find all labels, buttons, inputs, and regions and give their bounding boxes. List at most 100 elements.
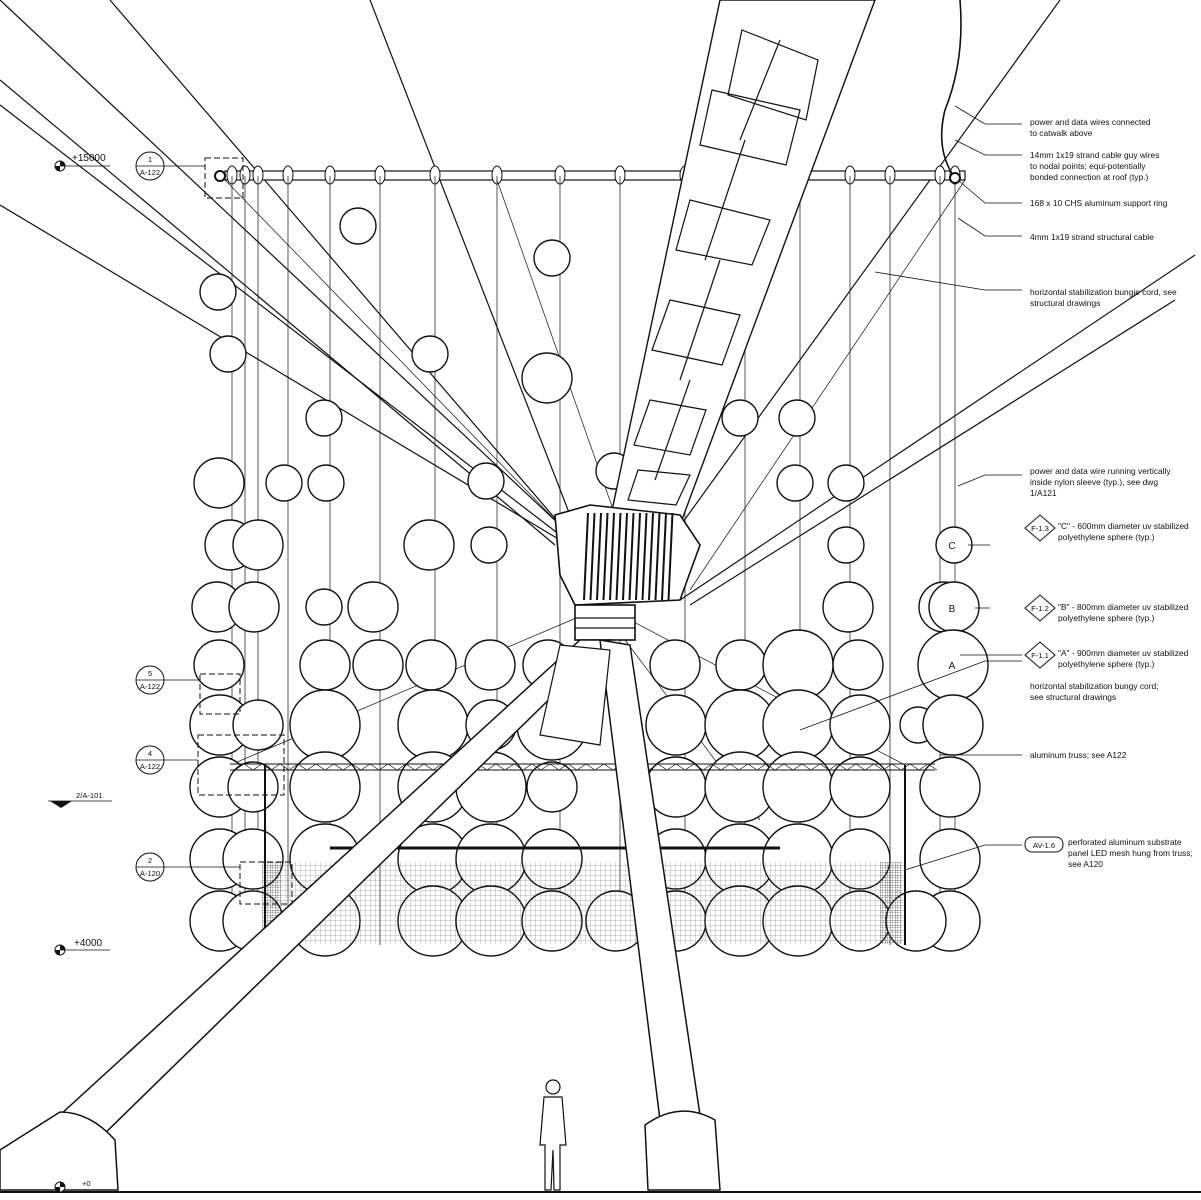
note-power-wires-1: power and data wires connected xyxy=(1030,117,1151,127)
truss-web-member xyxy=(234,763,245,771)
guy-cables xyxy=(0,0,1196,606)
sphere xyxy=(209,335,247,373)
truss-web-member xyxy=(369,763,380,771)
note-power-wires-2: to catwalk above xyxy=(1030,128,1093,138)
sphere xyxy=(289,751,361,823)
hub-rib xyxy=(609,512,615,601)
sphere xyxy=(411,335,449,373)
note-bungie-2: structural drawings xyxy=(1030,298,1100,308)
truss-web-member xyxy=(891,763,902,771)
truss-web-member xyxy=(810,763,821,771)
sphere xyxy=(645,694,707,756)
hub-rib xyxy=(641,512,648,601)
truss-web-member xyxy=(513,763,524,771)
detail-ref-2[interactable]: 2 A-120 xyxy=(135,852,293,905)
sphere xyxy=(832,639,884,691)
sphere xyxy=(305,588,343,626)
hub-rib xyxy=(615,512,622,601)
sphere xyxy=(305,399,343,437)
tag-sphere-b[interactable]: F-1.2 xyxy=(1024,594,1056,622)
sphere xyxy=(762,751,834,823)
leader-lines xyxy=(799,105,1022,871)
truss-web-member xyxy=(738,763,749,771)
hub-rib xyxy=(628,512,635,601)
note-guy-wires-1: 14mm 1x19 strand cable guy wires xyxy=(1030,150,1159,160)
sphere xyxy=(762,689,834,761)
note-bungy-1: horizontal stabilization bungy cord; xyxy=(1030,681,1159,691)
truss-web-member xyxy=(288,763,299,771)
note-sphere-c-2: polyethylene sphere (typ.) xyxy=(1058,532,1155,542)
tag-sphere-a-label: F-1.1 xyxy=(1031,651,1049,660)
note-guy-wires-3: bonded connection at roof (typ.) xyxy=(1030,172,1148,182)
truss-web-member xyxy=(333,763,344,771)
truss-web-member xyxy=(360,763,371,771)
tag-sphere-c[interactable]: F-1.3 xyxy=(1024,514,1056,542)
level-marker-ground: +0 xyxy=(54,1179,91,1193)
truss-web-member xyxy=(846,763,857,771)
sphere xyxy=(403,519,455,571)
truss-web-member xyxy=(864,763,875,771)
detail-ref-1[interactable]: 1 A-122 xyxy=(135,151,244,199)
note-structural-cable: 4mm 1x19 strand structural cable xyxy=(1030,232,1154,242)
truss-web-member xyxy=(342,763,353,771)
human-figure xyxy=(539,1079,567,1191)
truss-web-member xyxy=(567,763,578,771)
truss-web-member xyxy=(270,763,281,771)
support-ring xyxy=(224,165,966,185)
note-support-ring: 168 x 10 CHS aluminum support ring xyxy=(1030,198,1168,208)
detail-ref-5[interactable]: 5 A-122 xyxy=(135,665,241,715)
truss-web-member xyxy=(378,763,389,771)
truss-web-member xyxy=(756,763,767,771)
truss-web-member xyxy=(747,763,758,771)
note-sphere-a-1: "A" - 900mm diameter uv stabilized xyxy=(1058,648,1189,658)
truss-web-member xyxy=(351,763,362,771)
note-guy-wires-2: to nodal points; equi-potentially xyxy=(1030,161,1146,171)
level-ground-label: +0 xyxy=(82,1179,91,1188)
sphere xyxy=(228,581,280,633)
truss-web-member xyxy=(837,763,848,771)
sphere xyxy=(352,639,404,691)
hub-rib xyxy=(667,512,674,601)
detail-ref-1-num: 1 xyxy=(148,155,152,164)
truss-web-member xyxy=(873,763,884,771)
note-bungy-2: see structural drawings xyxy=(1030,692,1116,702)
truss-web-member xyxy=(918,763,929,771)
sphere xyxy=(289,689,361,761)
guy-wire-node xyxy=(949,172,961,184)
truss-web-member xyxy=(666,763,677,771)
sphere xyxy=(778,399,816,437)
truss-web-member xyxy=(432,763,443,771)
truss-web-member xyxy=(585,763,596,771)
truss-web-member xyxy=(315,763,326,771)
truss-web-member xyxy=(801,763,812,771)
truss-web-member xyxy=(558,763,569,771)
sphere xyxy=(715,639,767,691)
detail-ref-4[interactable]: 4 A-122 xyxy=(135,734,285,796)
tag-panel[interactable]: AV-1.6 xyxy=(1024,836,1064,853)
sphere xyxy=(533,239,571,277)
power-wire-catwalk xyxy=(940,0,962,179)
hub-rib xyxy=(661,512,667,601)
truss-web-member xyxy=(684,763,695,771)
truss-web-member xyxy=(495,763,506,771)
truss-web-member xyxy=(603,763,614,771)
sphere xyxy=(922,694,984,756)
sphere xyxy=(232,699,284,751)
truss-web-member xyxy=(729,763,740,771)
sphere xyxy=(199,273,237,311)
level-mid-label: +4000 xyxy=(74,938,103,949)
truss-web-member xyxy=(324,763,335,771)
sphere xyxy=(470,526,508,564)
note-panel-3: see A120 xyxy=(1068,859,1103,869)
truss-web-member xyxy=(396,763,407,771)
truss-web-member xyxy=(927,763,938,771)
sphere xyxy=(521,352,573,404)
truss-web-member xyxy=(531,763,542,771)
sphere xyxy=(919,756,981,818)
truss-web-member xyxy=(702,763,713,771)
sphere xyxy=(232,519,284,571)
detail-ref-2-num: 2 xyxy=(148,856,152,865)
detail-ref-5-sheet: A-122 xyxy=(140,682,160,691)
tag-sphere-a[interactable]: F-1.1 xyxy=(1024,641,1056,669)
